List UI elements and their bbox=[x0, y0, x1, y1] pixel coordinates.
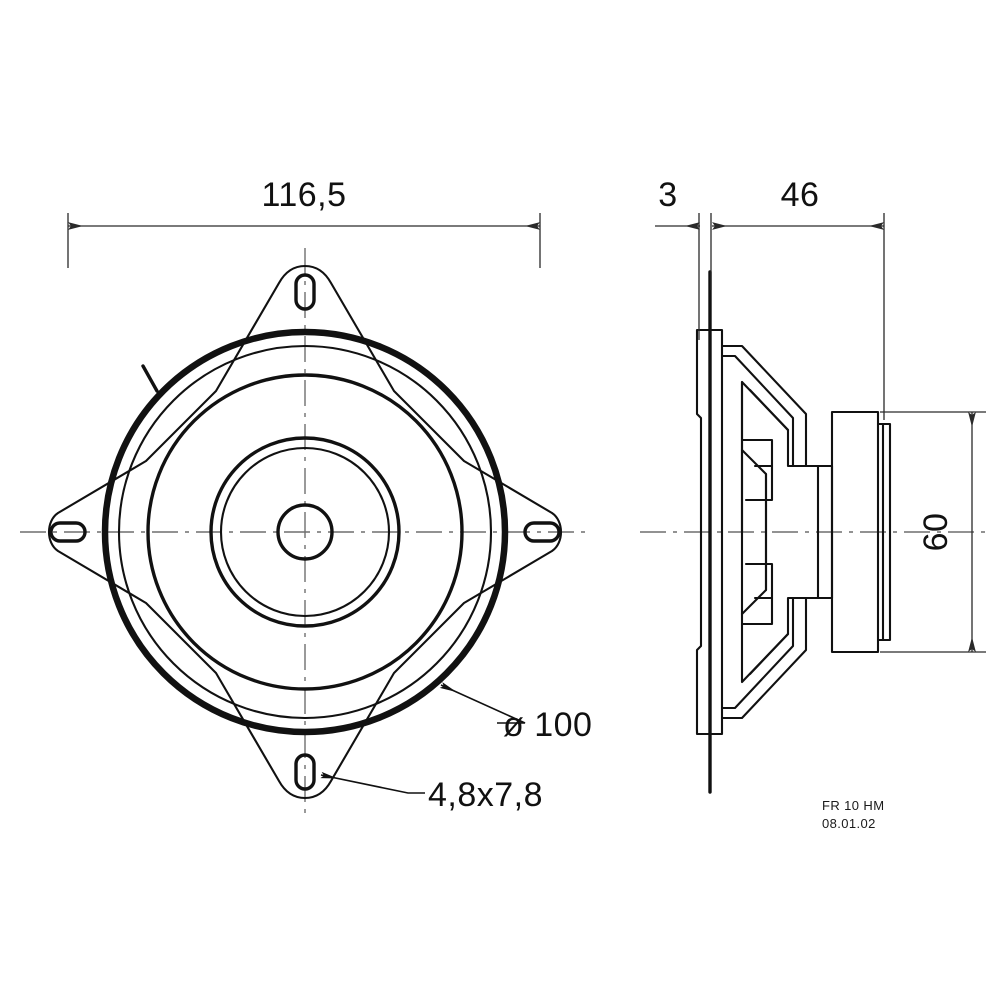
magnet-body bbox=[830, 410, 880, 654]
inner-rim-circle bbox=[117, 344, 493, 720]
basket-outer-rim bbox=[101, 328, 509, 736]
dimension-label-front-width: 116,5 bbox=[261, 176, 346, 214]
cone-circle-outer bbox=[209, 436, 401, 628]
title-block: FR 10 HM 08.01.02 bbox=[822, 798, 884, 831]
dimension-label-cone-diameter: ø 100 bbox=[503, 706, 592, 744]
title-block-date: 08.01.02 bbox=[822, 816, 876, 831]
mounting-slot-bottom bbox=[294, 753, 316, 791]
cone-circles bbox=[146, 373, 464, 691]
rim-tick-mark bbox=[141, 364, 159, 393]
dimension-front-width: 116,5 bbox=[67, 176, 541, 268]
dimension-depth: 46 bbox=[712, 176, 885, 420]
basket-upper bbox=[720, 344, 808, 534]
magnet-assembly bbox=[830, 410, 892, 654]
cone-circle-inner bbox=[219, 446, 391, 618]
dimension-label-flange-thickness: 3 bbox=[658, 176, 677, 214]
dimension-magnet-diameter: 60 bbox=[880, 411, 986, 653]
side-view: 3 46 60 bbox=[640, 176, 990, 794]
leader-line-cone-diameter bbox=[439, 682, 526, 724]
front-view: 116,5 ø 100 4,8x7,8 bbox=[20, 176, 592, 818]
mounting-slot-right bbox=[523, 521, 561, 543]
dimension-label-depth: 46 bbox=[781, 176, 820, 214]
mounting-slot-top bbox=[294, 273, 316, 311]
mounting-hole-slots bbox=[49, 273, 561, 791]
mounting-slot-left bbox=[49, 521, 87, 543]
chassis-frame bbox=[47, 264, 563, 800]
title-block-part-name: FR 10 HM bbox=[822, 798, 884, 813]
dimension-cone-diameter: ø 100 bbox=[439, 682, 592, 744]
mounting-flange bbox=[695, 328, 724, 736]
dustcap-circle bbox=[276, 503, 334, 561]
dimension-label-magnet-diameter: 60 bbox=[917, 513, 955, 552]
dimension-flange-thickness: 3 bbox=[655, 176, 712, 340]
basket-lower bbox=[720, 530, 808, 720]
dimension-label-mounting-hole: 4,8x7,8 bbox=[428, 776, 543, 814]
front-view-centerlines bbox=[20, 248, 592, 818]
surround-circle bbox=[146, 373, 464, 691]
leader-line-mounting-hole bbox=[320, 771, 425, 794]
dimension-mounting-hole: 4,8x7,8 bbox=[320, 771, 543, 814]
outer-rim-circle bbox=[101, 328, 509, 736]
